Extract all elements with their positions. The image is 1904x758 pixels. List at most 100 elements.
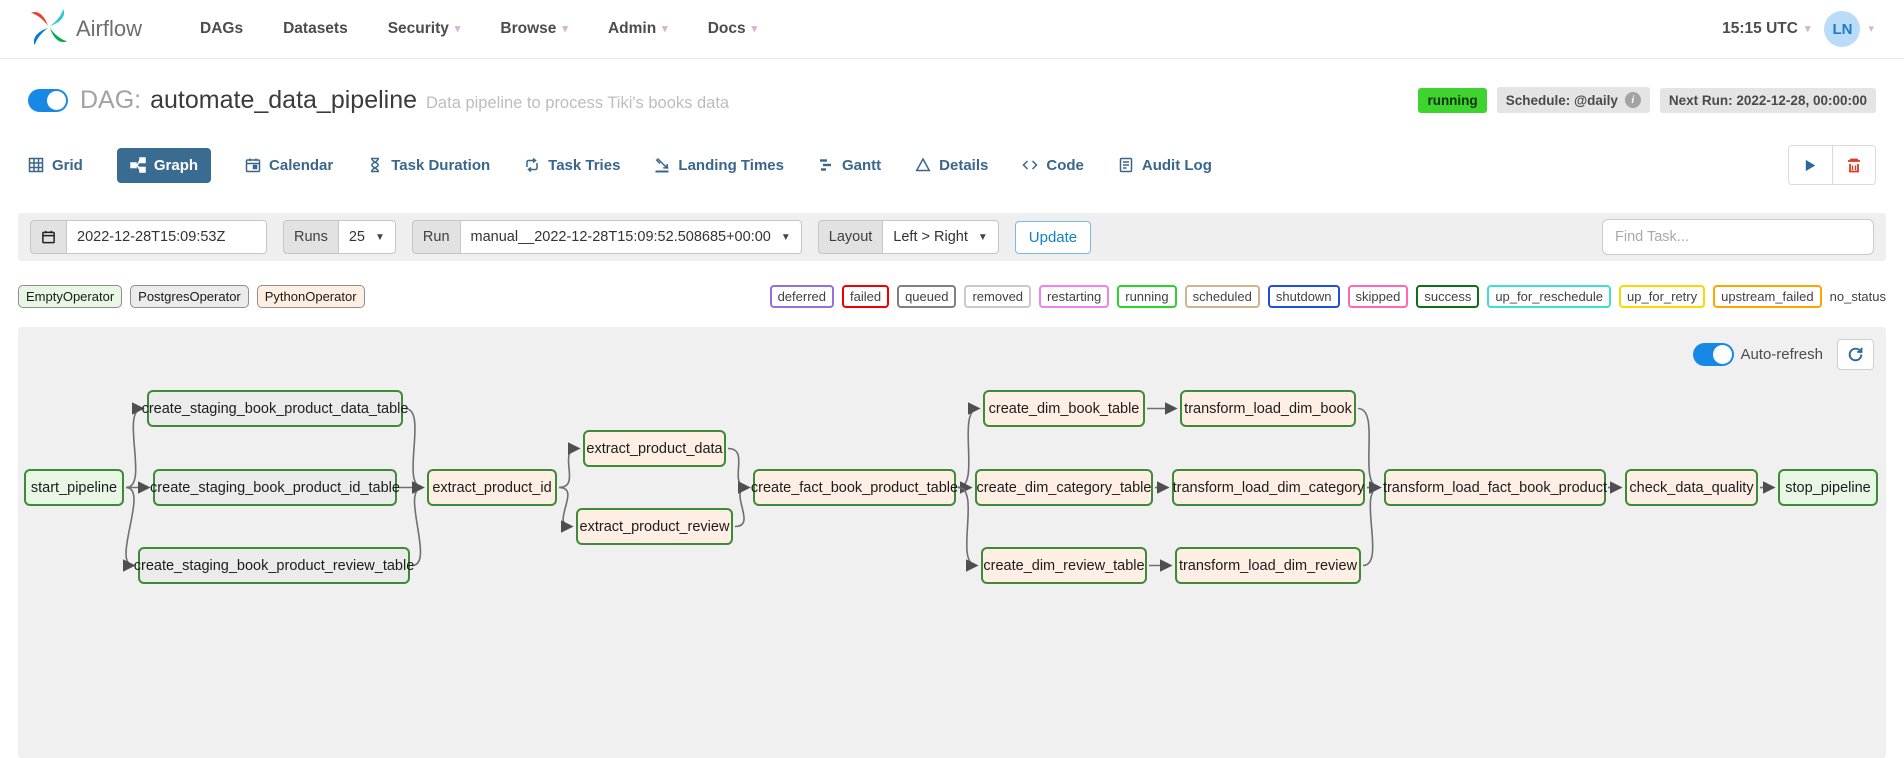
state-badge-failed[interactable]: failed bbox=[841, 284, 890, 308]
state-badge-removed[interactable]: removed bbox=[964, 284, 1032, 308]
tab-grid[interactable]: Grid bbox=[28, 157, 83, 174]
task-node-transform_load_dim_book[interactable]: transform_load_dim_book bbox=[1180, 390, 1356, 427]
state-badge-shutdown[interactable]: shutdown bbox=[1267, 284, 1340, 308]
nav-item-label: Browse bbox=[500, 20, 557, 37]
state-badge-queued[interactable]: queued bbox=[897, 284, 957, 308]
edge-create_fact_book_product_table-to-create_dim_review_table bbox=[957, 486, 979, 572]
tab-calendar[interactable]: Calendar bbox=[245, 157, 333, 174]
state-badge-restarting[interactable]: restarting bbox=[1039, 284, 1110, 308]
state-badge-skipped[interactable]: skipped bbox=[1347, 284, 1409, 308]
task-node-create_staging_book_product_data_table[interactable]: create_staging_book_product_data_table bbox=[142, 390, 408, 427]
view-tabs: Grid Graph Calendar Task Duration Task Tries… bbox=[28, 145, 1876, 185]
info-icon: i bbox=[1624, 92, 1641, 108]
task-node-create_staging_book_product_id_table[interactable]: create_staging_book_product_id_table bbox=[150, 469, 400, 506]
edge-create_staging_book_product_data_table-to-extract_product_id bbox=[404, 407, 425, 494]
task-node-create_dim_review_table[interactable]: create_dim_review_table bbox=[981, 547, 1147, 584]
nav-item-datasets[interactable]: Datasets bbox=[283, 20, 348, 38]
task-node-check_data_quality[interactable]: check_data_quality bbox=[1625, 469, 1758, 506]
base-date-group bbox=[30, 220, 267, 254]
tab-label: Audit Log bbox=[1141, 156, 1212, 174]
run-select[interactable]: manual__2022-12-28T15:09:52.508685+00:00… bbox=[460, 220, 802, 254]
delete-dag-button[interactable] bbox=[1832, 146, 1875, 184]
chevron-down-icon: ▾ bbox=[751, 22, 758, 35]
state-badge-success[interactable]: success bbox=[1416, 284, 1480, 308]
auto-refresh-toggle[interactable] bbox=[1693, 343, 1735, 366]
runs-label: Runs bbox=[283, 220, 339, 254]
task-node-stop_pipeline[interactable]: stop_pipeline bbox=[1778, 469, 1878, 506]
gantt-icon bbox=[820, 159, 831, 171]
calendar-icon bbox=[42, 230, 55, 244]
task-node-create_dim_book_table[interactable]: create_dim_book_table bbox=[983, 390, 1145, 427]
airflow-brand[interactable]: Airflow bbox=[30, 8, 142, 51]
chevron-down-icon: ▼ bbox=[375, 231, 385, 243]
tab-task-tries[interactable]: Task Tries bbox=[524, 157, 620, 174]
edge-extract_product_id-to-extract_product_data bbox=[558, 442, 581, 489]
user-menu[interactable]: LN ▾ bbox=[1824, 11, 1874, 47]
nav-item-admin[interactable]: Admin▾ bbox=[608, 20, 668, 38]
tab-graph[interactable]: Graph bbox=[116, 147, 212, 183]
audit-log-icon bbox=[1119, 157, 1133, 173]
tab-code[interactable]: Code bbox=[1022, 157, 1084, 174]
code-icon bbox=[1022, 160, 1038, 170]
state-badge-running[interactable]: running bbox=[1117, 284, 1177, 308]
nav-item-security[interactable]: Security▾ bbox=[388, 20, 461, 38]
task-node-transform_load_fact_book_product[interactable]: transform_load_fact_book_product bbox=[1383, 469, 1607, 506]
task-node-transform_load_dim_category[interactable]: transform_load_dim_category bbox=[1172, 469, 1365, 506]
refresh-button[interactable] bbox=[1837, 339, 1874, 370]
task-node-extract_product_review[interactable]: extract_product_review bbox=[576, 508, 733, 545]
task-node-create_dim_category_table[interactable]: create_dim_category_table bbox=[975, 469, 1153, 506]
task-node-start_pipeline[interactable]: start_pipeline bbox=[24, 469, 124, 506]
tab-label: Task Tries bbox=[548, 156, 621, 174]
chevron-down-icon: ▾ bbox=[562, 22, 568, 35]
task-node-create_staging_book_product_review_table[interactable]: create_staging_book_product_review_table bbox=[134, 547, 414, 584]
layout-select[interactable]: Left > Right ▼ bbox=[883, 220, 999, 254]
nav-item-dags[interactable]: DAGs bbox=[200, 20, 243, 38]
nav-item-label: Admin bbox=[607, 20, 657, 37]
dag-pause-toggle[interactable] bbox=[28, 88, 68, 112]
state-badge-deferred[interactable]: deferred bbox=[769, 284, 834, 308]
run-value: manual__2022-12-28T15:09:52.508685+00:00 bbox=[470, 229, 771, 245]
tab-label: Calendar bbox=[269, 156, 334, 174]
task-node-extract_product_data[interactable]: extract_product_data bbox=[583, 430, 726, 467]
operator-badge-postgresoperator[interactable]: PostgresOperator bbox=[130, 284, 249, 308]
task-node-transform_load_dim_review[interactable]: transform_load_dim_review bbox=[1175, 547, 1361, 584]
chevron-down-icon: ▾ bbox=[1868, 22, 1874, 35]
refresh-icon bbox=[1848, 347, 1863, 362]
avatar: LN bbox=[1824, 11, 1861, 47]
tab-details[interactable]: Details bbox=[915, 157, 988, 174]
tab-task-duration[interactable]: Task Duration bbox=[367, 157, 490, 174]
task-node-create_fact_book_product_table[interactable]: create_fact_book_product_table bbox=[751, 469, 958, 506]
state-badge-up_for_reschedule[interactable]: up_for_reschedule bbox=[1487, 284, 1612, 308]
base-date-input[interactable] bbox=[67, 220, 267, 254]
nav-item-browse[interactable]: Browse ▾ bbox=[500, 20, 568, 38]
calendar-button[interactable] bbox=[30, 220, 67, 254]
auto-refresh-label: Auto-refresh bbox=[1740, 346, 1823, 363]
chevron-down-icon: ▼ bbox=[780, 231, 791, 243]
state-badge-up_for_retry[interactable]: up_for_retry bbox=[1619, 284, 1706, 308]
dag-name: automate_data_pipeline bbox=[150, 85, 418, 114]
state-badge-upstream_failed[interactable]: upstream_failed bbox=[1713, 284, 1822, 308]
tab-landing-times[interactable]: Landing Times bbox=[654, 157, 784, 174]
run-group: Run manual__2022-12-28T15:09:52.508685+0… bbox=[411, 220, 802, 254]
schedule-label: Schedule: @daily bbox=[1505, 92, 1618, 108]
dag-header: DAG: automate_data_pipeline Data pipelin… bbox=[28, 81, 1876, 119]
operator-badge-emptyoperator[interactable]: EmptyOperator bbox=[18, 284, 123, 308]
clock-dropdown[interactable]: 15:15 UTC ▾ bbox=[1722, 20, 1810, 38]
play-icon bbox=[1805, 159, 1816, 171]
task-node-extract_product_id[interactable]: extract_product_id bbox=[427, 469, 557, 506]
edge-start_pipeline-to-create_staging_book_product_data_table bbox=[125, 402, 145, 489]
state-badge-scheduled[interactable]: scheduled bbox=[1184, 284, 1260, 308]
runs-select[interactable]: 25 ▼ bbox=[338, 220, 396, 254]
nav-item-docs[interactable]: Docs▾ bbox=[708, 20, 757, 38]
trigger-dag-button[interactable] bbox=[1789, 146, 1832, 184]
tab-gantt[interactable]: Gantt bbox=[818, 157, 881, 174]
tab-audit-log[interactable]: Audit Log bbox=[1118, 157, 1212, 174]
nav-item-label: Datasets bbox=[283, 20, 348, 37]
chevron-down-icon: ▾ bbox=[454, 22, 461, 35]
update-button[interactable]: Update bbox=[1014, 220, 1092, 254]
operator-badge-pythonoperator[interactable]: PythonOperator bbox=[256, 284, 365, 308]
schedule-badge[interactable]: Schedule: @daily i bbox=[1496, 87, 1650, 113]
tab-label: Landing Times bbox=[678, 156, 784, 174]
find-task-input[interactable] bbox=[1602, 219, 1874, 255]
dag-state-badge[interactable]: running bbox=[1418, 87, 1487, 113]
